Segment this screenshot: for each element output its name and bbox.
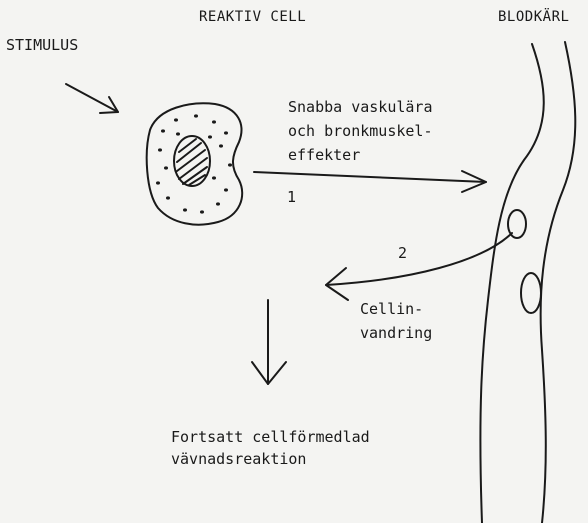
cell-nucleus [174,136,210,186]
cell-granules [156,114,232,213]
arrow-down [252,300,286,384]
migration-line-1: Cellin- [360,300,423,319]
cell-membrane [147,103,242,224]
reactive-cell [147,103,242,224]
path-1-number: 1 [287,188,296,207]
arrow-path-2 [326,233,512,300]
stimulus-arrow [66,84,118,113]
blood-vessel-label: BLODKÄRL [498,8,569,27]
vessel-wall-left [480,44,543,523]
fast-effects-line-2: och bronkmuskel- [288,122,433,141]
reactive-cell-label: REAKTIV CELL [199,8,306,27]
path-2-number: 2 [398,244,407,263]
vessel-cell-lower [521,273,541,313]
blood-vessel [480,42,575,523]
continued-line-2: vävnadsreaktion [171,450,306,469]
vessel-wall-right [541,42,576,523]
fast-effects-line-3: effekter [288,146,360,165]
continued-line-1: Fortsatt cellförmedlad [171,428,370,447]
stimulus-label: STIMULUS [6,36,78,55]
fast-effects-line-1: Snabba vaskulära [288,98,433,117]
migration-line-2: vandring [360,324,432,343]
